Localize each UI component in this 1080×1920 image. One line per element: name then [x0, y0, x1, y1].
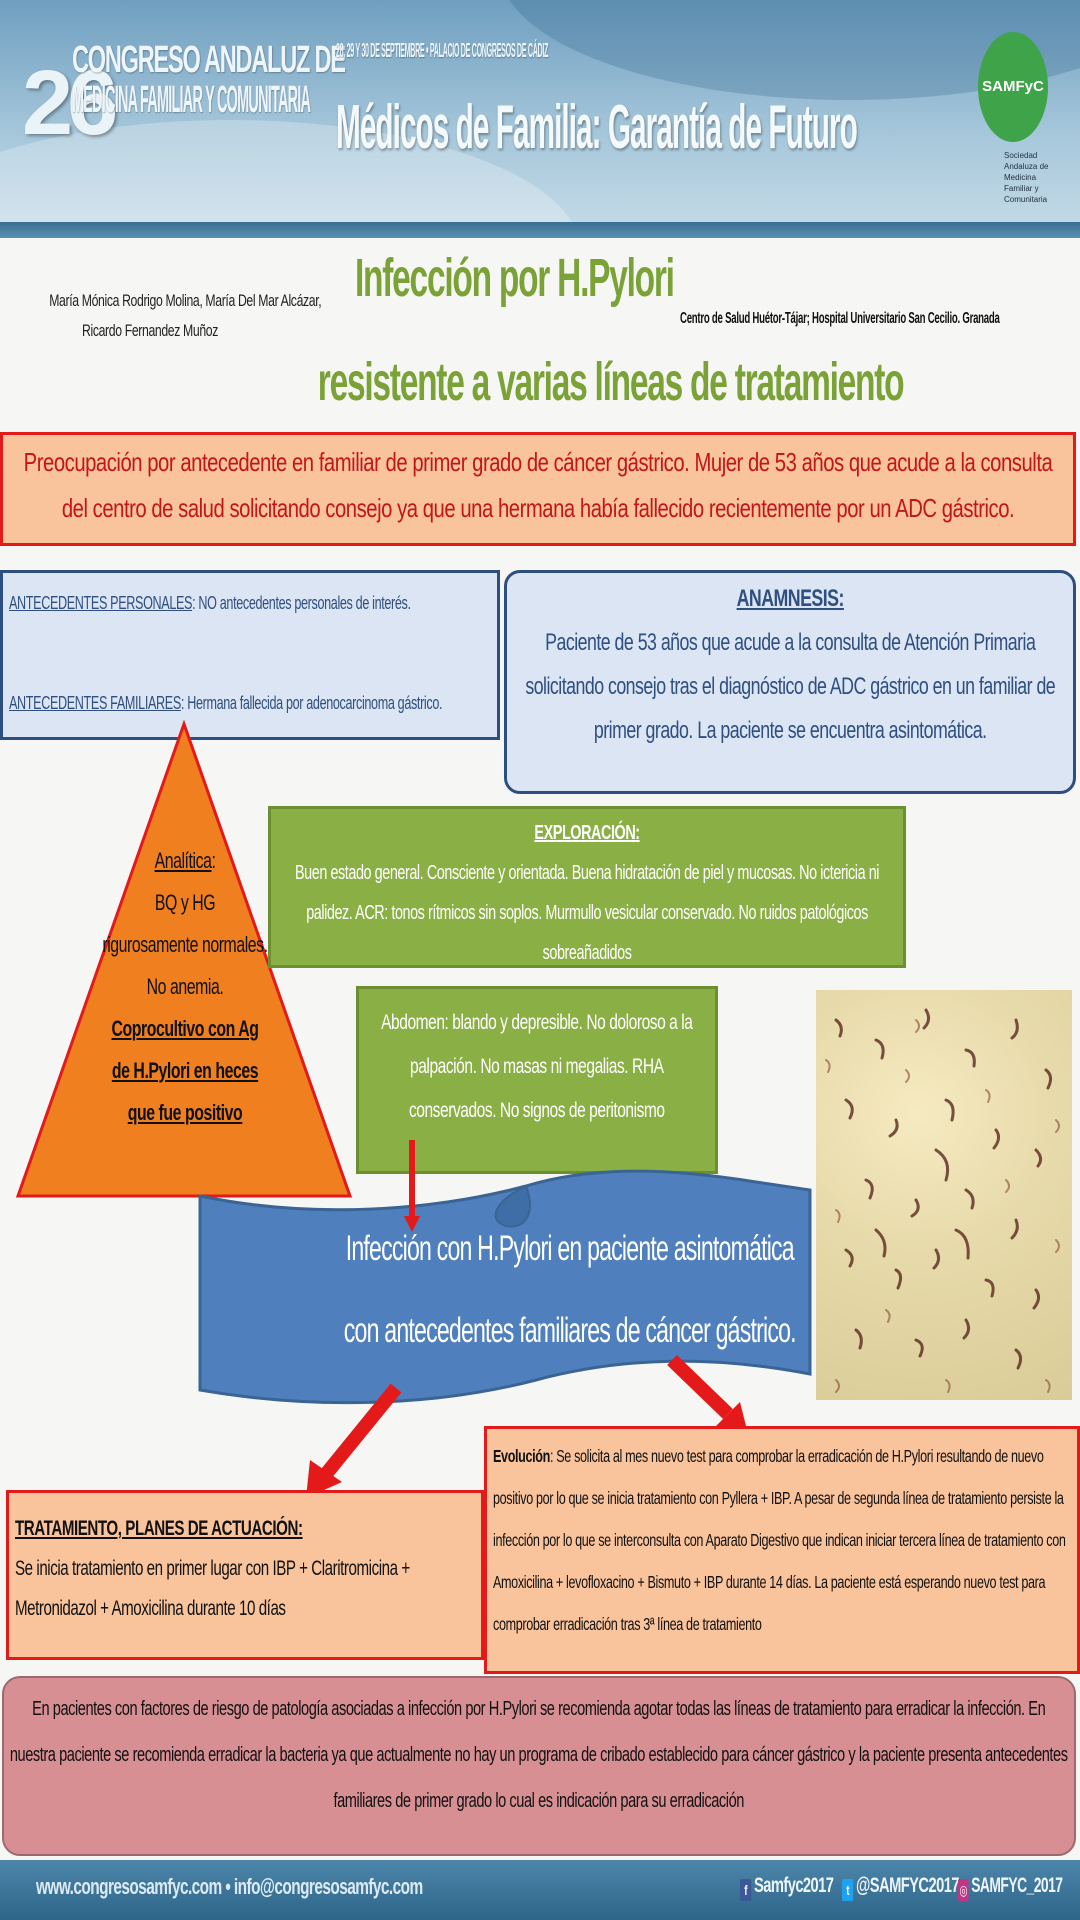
antecedentes-familiares-text: : Hermana fallecida por adenocarcinoma g… [180, 693, 443, 713]
diagnosis-scroll-shape [198, 1169, 812, 1405]
abdomen-box: Abdomen: blando y depresible. No doloros… [356, 986, 718, 1174]
authors-line2-text: Ricardo Fernandez Muñoz [82, 321, 218, 340]
congress-slogan: Médicos de Familia: Garantía de Futuro [336, 92, 1080, 163]
authors: María Mónica Rodrigo Molina, María Del M… [10, 286, 322, 346]
conclusion-box: En pacientes con factores de riesgo de p… [2, 1676, 1076, 1856]
twitter-icon: t [842, 1879, 854, 1901]
anamnesis-box: ANAMNESIS: Paciente de 53 años que acude… [504, 570, 1076, 794]
evolucion-box: Evolución: Se solicita al mes nuevo test… [484, 1426, 1080, 1674]
facebook-handle[interactable]: Samfyc2017 [754, 1874, 834, 1897]
authors-line2: Ricardo Fernandez Muñoz [10, 316, 290, 346]
triangle-shape [15, 720, 353, 1198]
exploracion-title: EXPLORACIÓN: [534, 822, 640, 844]
anamnesis-title: ANAMNESIS: [736, 585, 844, 612]
congress-name-line2: MEDICINA FAMILIAR Y COMUNITARIA [72, 80, 332, 120]
tratamiento-text: Se inicia tratamiento en primer lugar co… [15, 1557, 410, 1620]
anamnesis-text: Paciente de 53 años que acude a la consu… [525, 629, 1055, 744]
congress-name-line1: CONGRESO ANDALUZ DE [72, 40, 346, 80]
poster-title-line2: resistente a varias líneas de tratamient… [200, 352, 905, 412]
footer-website[interactable]: www.congresosamfyc.com • info@congresosa… [36, 1874, 588, 1900]
facebook-icon: f [740, 1879, 752, 1901]
analitica-colon: : [211, 848, 216, 873]
poster-title-line1: Infección por H.Pylori [260, 248, 760, 308]
analitica-line3: No anemia. [146, 974, 224, 999]
poster-title-line2-text: resistente a varias líneas de tratamient… [317, 352, 905, 412]
footer-instagram[interactable]: ◎SAMFYC_2017 [958, 1874, 1080, 1901]
congress-slogan-text: Médicos de Familia: Garantía de Futuro [336, 93, 858, 162]
antecedentes-box: ANTECEDENTES PERSONALES: NO antecedentes… [0, 570, 500, 740]
instagram-handle[interactable]: SAMFYC_2017 [971, 1874, 1063, 1897]
antecedentes-personales-label: ANTECEDENTES PERSONALES [9, 593, 193, 613]
congress-name-line2-text: MEDICINA FAMILIAR Y COMUNITARIA [72, 79, 311, 121]
microscopy-image [816, 990, 1072, 1400]
instagram-icon: ◎ [958, 1879, 969, 1901]
conclusion-text: En pacientes con factores de riesgo de p… [10, 1698, 1068, 1812]
antecedentes-familiares: ANTECEDENTES FAMILIARES: Hermana falleci… [9, 693, 628, 714]
antecedentes-personales-text: : NO antecedentes personales de interés. [192, 593, 411, 613]
congress-date-venue-text: 28, 29 Y 30 DE SEPTIEMBRE • PALACIO DE C… [336, 40, 549, 62]
footer-twitter[interactable]: t@SAMFYC2017 [842, 1874, 1009, 1901]
header-divider-band [0, 222, 1080, 238]
samfyc-logo: SAMFyC [978, 32, 1048, 142]
footer-bar: www.congresosamfyc.com • info@congresosa… [0, 1860, 1080, 1920]
scroll-curl [494, 1184, 531, 1228]
samfyc-logo-subtext: Sociedad Andaluza de Medicina Familiar y… [1004, 151, 1049, 204]
tratamiento-box: TRATAMIENTO, PLANES DE ACTUACIÓN: Se ini… [6, 1490, 484, 1660]
evolucion-text: : Se solicita al mes nuevo test para com… [493, 1446, 1066, 1634]
exploracion-text: Buen estado general. Consciente y orient… [294, 862, 880, 964]
analitica-label: Analítica [154, 848, 212, 873]
intro-banner: Preocupación por antecedente en familiar… [0, 432, 1076, 546]
authors-line1: María Mónica Rodrigo Molina, María Del M… [10, 286, 322, 316]
affiliation: Centro de Salud Huétor-Tájar; Hospital U… [680, 310, 1070, 328]
scroll-body [198, 1169, 812, 1405]
congress-date-venue: 28, 29 Y 30 DE SEPTIEMBRE • PALACIO DE C… [336, 40, 925, 63]
bacteria-micrograph [825, 1008, 1060, 1393]
antecedentes-personales: ANTECEDENTES PERSONALES: NO antecedentes… [9, 593, 583, 614]
congress-name-line1-text: CONGRESO ANDALUZ DE [72, 39, 346, 81]
congress-header-banner [0, 0, 1080, 238]
evolucion-label: Evolución [493, 1446, 550, 1466]
coprocultivo-result: Coprocultivo con Ag de H.Pylori en heces… [111, 1016, 259, 1125]
diagnosis: Infección con H.Pylori en paciente asint… [280, 1208, 860, 1372]
poster-title-line1-text: Infección por H.Pylori [355, 248, 675, 308]
abdomen-text: Abdomen: blando y depresible. No doloros… [381, 1011, 693, 1122]
diagnosis-line1: Infección con H.Pylori en paciente asint… [345, 1229, 795, 1268]
analitica-line2: rigurosamente normales. [102, 932, 268, 957]
footer-website-text[interactable]: www.congresosamfyc.com • info@congresosa… [36, 1874, 423, 1899]
congress-edition-number: 26 [22, 52, 118, 154]
affiliation-text: Centro de Salud Huétor-Tájar; Hospital U… [680, 310, 1000, 327]
samfyc-logo-text: SAMFyC [982, 78, 1044, 95]
twitter-handle[interactable]: @SAMFYC2017 [856, 1874, 960, 1897]
exploracion-box: EXPLORACIÓN: Buen estado general. Consci… [268, 806, 906, 968]
authors-line1-text: María Mónica Rodrigo Molina, María Del M… [49, 291, 322, 310]
intro-text: Preocupación por antecedente en familiar… [23, 447, 1053, 523]
analitica-line1: BQ y HG [154, 890, 216, 915]
analitica-triangle [15, 720, 353, 1198]
antecedentes-familiares-label: ANTECEDENTES FAMILIARES [9, 693, 181, 713]
analitica-content: Analítica: BQ y HG rigurosamente normale… [70, 840, 300, 1134]
tratamiento-title: TRATAMIENTO, PLANES DE ACTUACIÓN: [15, 1517, 303, 1540]
diagnosis-line2: con antecedentes familiares de cáncer gá… [344, 1311, 797, 1350]
